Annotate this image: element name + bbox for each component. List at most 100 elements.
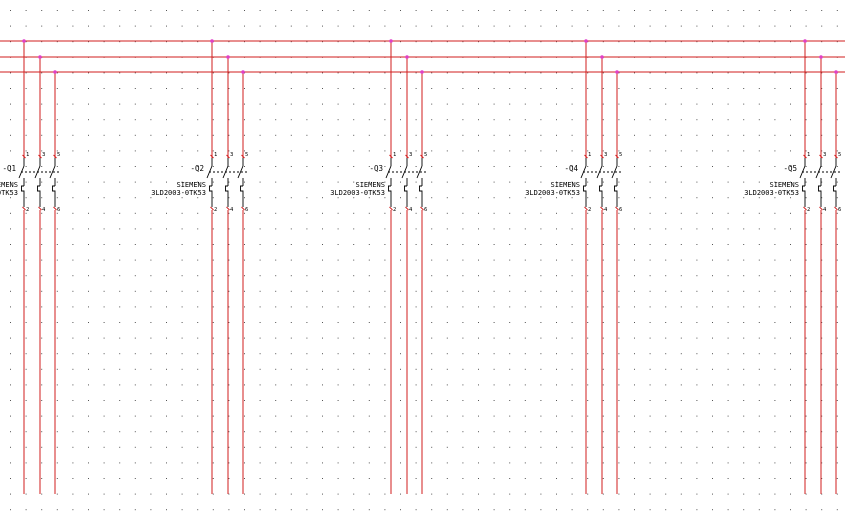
grid-dot — [790, 228, 791, 230]
contact-blade — [830, 165, 837, 179]
overload-element — [209, 185, 213, 196]
grid-dot — [478, 134, 479, 136]
grid-dot — [150, 275, 152, 277]
grid-dot — [556, 368, 557, 370]
grid-dot — [696, 103, 698, 105]
grid-dot — [228, 446, 230, 448]
grid-dot — [790, 244, 791, 245]
grid-dot — [556, 212, 557, 214]
grid-dot — [446, 166, 448, 167]
grid-dot — [88, 368, 89, 370]
grid-dot — [259, 25, 261, 27]
grid-dot — [649, 384, 651, 386]
grid-dot — [727, 212, 729, 214]
grid-dot — [290, 478, 292, 479]
grid-dot — [618, 384, 620, 386]
grid-dot — [665, 431, 667, 433]
grid-dot — [103, 25, 105, 27]
grid-dot — [88, 337, 89, 339]
grid-dot — [368, 415, 370, 417]
pin-number-bottom: 2 — [393, 207, 396, 213]
grid-dot — [509, 368, 511, 370]
grid-dot — [805, 275, 807, 277]
grid-dot — [665, 462, 667, 464]
grid-dot — [743, 400, 745, 401]
grid-dot — [197, 462, 199, 464]
grid-dot — [384, 493, 386, 495]
grid-dot — [384, 322, 386, 323]
grid-dot — [212, 353, 214, 355]
grid-dot — [836, 134, 838, 136]
grid-dot — [119, 368, 121, 370]
grid-dot — [275, 306, 277, 308]
grid-dot — [306, 400, 308, 401]
grid-dot — [25, 478, 27, 479]
grid-dot — [743, 228, 745, 230]
grid-dot — [540, 290, 542, 292]
grid-dot — [259, 134, 261, 136]
grid-dot — [524, 478, 526, 479]
grid-dot — [462, 368, 464, 370]
grid-dot — [774, 103, 776, 105]
grid-dot — [322, 244, 323, 245]
grid-dot — [103, 384, 105, 386]
grid-dot — [774, 25, 776, 27]
grid-dot — [696, 446, 698, 448]
grid-dot — [119, 446, 121, 448]
grid-dot — [774, 337, 776, 339]
grid-dot — [166, 212, 167, 214]
grid-dot — [150, 322, 152, 323]
grid-dot — [712, 181, 713, 183]
grid-dot — [10, 446, 11, 448]
grid-dot — [322, 150, 323, 152]
grid-dot — [259, 322, 261, 323]
grid-dot — [415, 431, 417, 433]
pin-mark-bottom — [22, 206, 26, 211]
grid-dot — [821, 72, 823, 74]
grid-dot — [103, 509, 105, 511]
grid-dot — [244, 306, 245, 308]
grid-dot — [836, 228, 838, 230]
grid-dot — [150, 88, 152, 89]
grid-dot — [134, 509, 136, 511]
grid-dot — [602, 478, 604, 479]
grid-dot — [649, 181, 651, 183]
grid-dot — [712, 415, 713, 417]
grid-dot — [727, 166, 729, 167]
grid-dot — [805, 446, 807, 448]
grid-dot — [134, 337, 136, 339]
grid-dot — [337, 509, 339, 511]
grid-dot — [587, 41, 589, 43]
grid-dot — [478, 275, 479, 277]
grid-dot — [306, 88, 308, 89]
grid-dot — [181, 212, 183, 214]
grid-dot — [290, 72, 292, 74]
grid-dot — [181, 119, 183, 121]
grid-dot — [10, 197, 11, 199]
grid-dot — [571, 134, 573, 136]
grid-dot — [805, 228, 807, 230]
grid-dot — [275, 353, 277, 355]
grid-dot — [228, 306, 230, 308]
grid-dot — [88, 290, 89, 292]
grid-dot — [244, 415, 245, 417]
grid-dot — [306, 72, 308, 74]
grid-dot — [119, 166, 121, 167]
grid-dot — [181, 197, 183, 199]
grid-dot — [571, 306, 573, 308]
grid-dot — [540, 228, 542, 230]
junction-dot — [226, 55, 230, 59]
junction-dot — [819, 55, 823, 59]
grid-dot — [774, 322, 776, 323]
grid-dot — [150, 337, 152, 339]
grid-dot — [119, 337, 121, 339]
pin-mark-bottom — [405, 206, 409, 211]
grid-dot — [368, 446, 370, 448]
grid-dot — [524, 88, 526, 89]
